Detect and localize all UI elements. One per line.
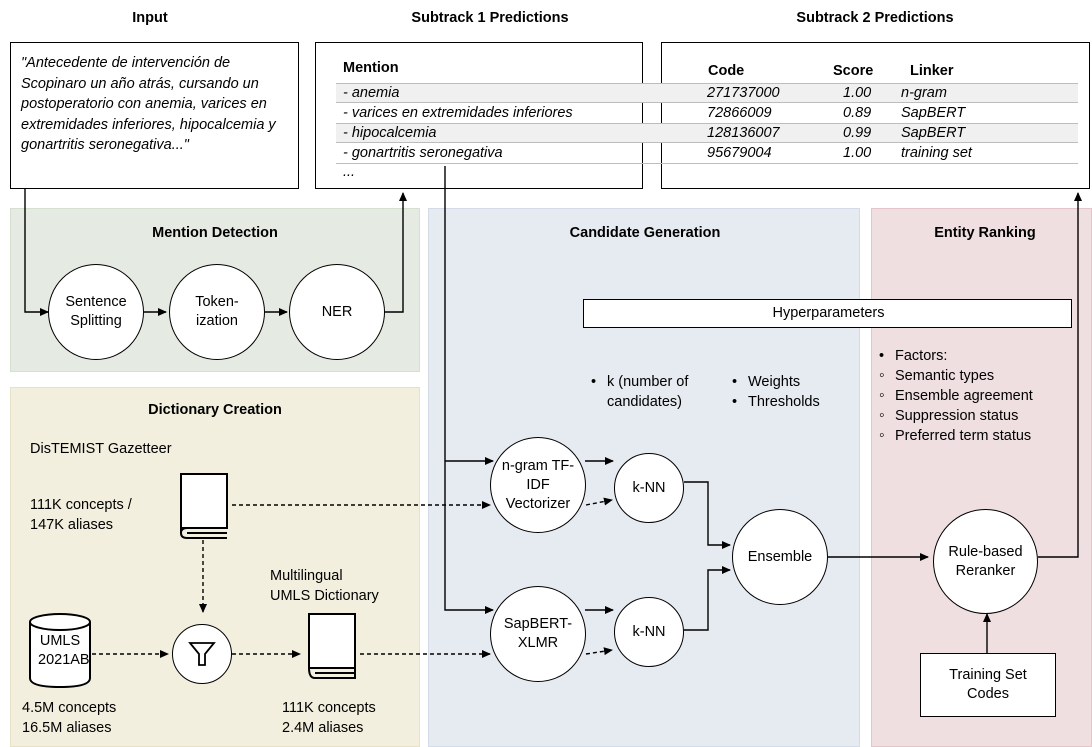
mention-column-header: Mention: [343, 60, 399, 76]
umls-stats-line2: 16.5M aliases: [22, 720, 112, 736]
knn-node-1: k-NN: [614, 453, 684, 523]
mention-item: - anemia: [343, 85, 400, 101]
header-input: Input: [132, 10, 168, 26]
ner-node: NER: [289, 264, 385, 360]
database-icon: [29, 613, 91, 689]
arrow-mentions-to-sapbert: [444, 166, 494, 614]
ngram-vectorizer-node: n-gram TF-IDF Vectorizer: [490, 437, 586, 533]
mention-item: - hipocalcemia: [343, 125, 437, 141]
gazetteer-stats-line2: 147K aliases: [30, 517, 114, 533]
score-cell: 1.00: [843, 145, 872, 161]
code-column-header: Code: [708, 63, 745, 79]
hyperparameter-weights-label: Weights: [748, 374, 801, 390]
header-subtrack2: Subtrack 2 Predictions: [796, 10, 954, 26]
sentence-splitting-node: Sentence Splitting: [48, 264, 144, 360]
table-row: [336, 123, 1078, 143]
training-set-codes-label: Training Set Codes: [949, 667, 1027, 702]
multilingual-line1: Multilingual: [270, 568, 343, 584]
arrow-ner-to-subtrack1: [383, 192, 407, 313]
hyperparameter-weights: Weights Thresholds: [732, 372, 820, 412]
dashed-sapbert-to-knn: [585, 647, 613, 656]
arrow-input-to-splitting: [24, 189, 49, 316]
gazetteer-title: DisTEMIST Gazetteer: [30, 441, 172, 457]
training-set-codes-box: Training Set Codes: [920, 653, 1056, 717]
factors-title: Factors:: [895, 348, 948, 364]
subtrack1-box: Mention: [315, 42, 643, 189]
filter-node: [172, 624, 232, 684]
multilingual-line2: UMLS Dictionary: [270, 588, 379, 604]
multilingual-stats-line2: 2.4M aliases: [282, 720, 364, 736]
multilingual-dictionary-title: Multilingual UMLS Dictionary: [270, 566, 410, 606]
umls-label: UMLS 2021AB: [38, 633, 90, 668]
factors-list: Factors: Semantic types Ensemble agreeme…: [879, 347, 1033, 446]
score-cell: 0.89: [843, 105, 872, 121]
code-cell: 72866009: [707, 105, 772, 121]
linker-cell: training set: [901, 145, 972, 161]
score-cell: 1.00: [843, 85, 872, 101]
hyperparameter-k: k (number of candidates): [591, 372, 688, 412]
umls-stats: 4.5M concepts 16.5M aliases: [22, 698, 116, 738]
table-row: [336, 83, 1078, 103]
tokenization-node: Token- ization: [169, 264, 265, 360]
mention-detection-title: Mention Detection: [152, 225, 278, 241]
linker-cell: SapBERT: [901, 105, 966, 121]
hyperparameters-box: Hyperparameters: [583, 299, 1072, 328]
gazetteer-stats: 111K concepts / 147K aliases: [30, 495, 132, 535]
reranker-node: Rule-based Reranker: [933, 509, 1038, 614]
code-cell: 271737000: [707, 85, 780, 101]
book-icon: [179, 473, 228, 539]
factor-item: Suppression status: [879, 406, 1033, 426]
factor-item: Preferred term status: [879, 426, 1033, 446]
multilingual-stats: 111K concepts 2.4M aliases: [282, 698, 376, 738]
arrow-reranker-to-subtrack2: [1038, 192, 1082, 558]
filter-icon: [188, 642, 216, 666]
code-cell: 128136007: [707, 125, 780, 141]
mention-item: - varices en extremidades inferiores: [343, 105, 573, 121]
hyperparameter-k-line1: k (number of: [607, 374, 689, 390]
header-subtrack1: Subtrack 1 Predictions: [411, 10, 569, 26]
dictionary-creation-panel: [10, 387, 420, 747]
mention-item: - gonartritis seronegativa: [343, 145, 503, 161]
arrow-knn2-to-ensemble: [684, 566, 731, 631]
subtrack2-box: Code Score Linker: [661, 42, 1090, 189]
candidate-generation-title: Candidate Generation: [569, 225, 721, 241]
row-separator: [336, 163, 1078, 164]
sapbert-node: SapBERT- XLMR: [490, 586, 586, 682]
linker-cell: SapBERT: [901, 125, 966, 141]
code-cell: 95679004: [707, 145, 772, 161]
book-icon: [308, 613, 356, 679]
entity-ranking-title: Entity Ranking: [934, 225, 1036, 241]
hyperparameter-thresholds-label: Thresholds: [748, 394, 820, 410]
umls-stats-line1: 4.5M concepts: [22, 700, 117, 716]
mention-ellipsis: ...: [343, 164, 356, 180]
factor-item: Semantic types: [879, 366, 1033, 386]
score-cell: 0.99: [843, 125, 872, 141]
input-text-box: "Antecedente de intervención de Scopinar…: [10, 42, 299, 189]
dictionary-creation-title: Dictionary Creation: [148, 402, 282, 418]
dashed-ngram-to-knn: [585, 497, 613, 506]
gazetteer-stats-line1: 111K concepts /: [30, 497, 132, 513]
ensemble-node: Ensemble: [732, 509, 828, 605]
factor-item: Ensemble agreement: [879, 386, 1033, 406]
linker-cell: n-gram: [901, 85, 947, 101]
arrow-knn1-to-ensemble: [684, 481, 731, 549]
input-text: "Antecedente de intervención de Scopinar…: [21, 55, 276, 153]
hyperparameters-title: Hyperparameters: [772, 305, 885, 321]
score-column-header: Score: [833, 63, 874, 79]
knn-node-2: k-NN: [614, 597, 684, 667]
hyperparameter-k-line2: candidates): [607, 394, 682, 410]
multilingual-stats-line1: 111K concepts: [282, 700, 376, 716]
linker-column-header: Linker: [910, 63, 954, 79]
